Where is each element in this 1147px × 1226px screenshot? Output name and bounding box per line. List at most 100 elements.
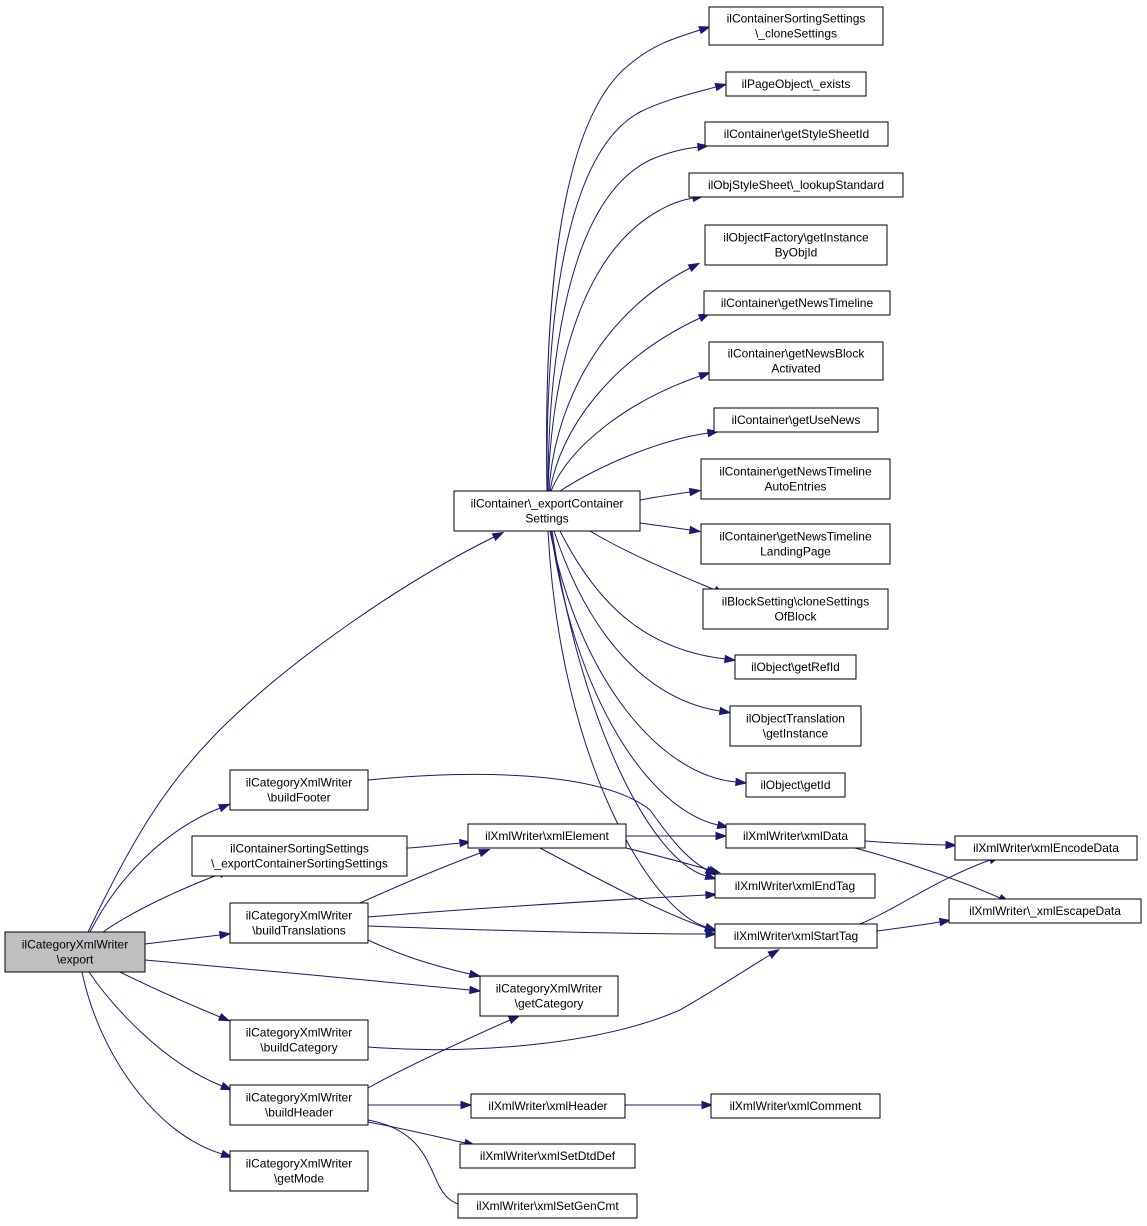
edge-xmlStartTag-to-xmlEscapeData — [876, 917, 952, 932]
node-xmlData[interactable]: ilXmlWriter\xmlData — [725, 823, 866, 849]
edge-buildTranslations-to-xmlEndTag — [367, 890, 718, 918]
node-label: ilXmlWriter\_xmlEscapeData — [969, 904, 1121, 918]
edge-exportSorting-to-xmlElement — [406, 838, 472, 849]
node-xmlComment[interactable]: ilXmlWriter\xmlComment — [710, 1093, 881, 1119]
node-otGetInstance[interactable]: ilObjectTranslation\getInstance — [729, 705, 862, 747]
node-label: \export — [57, 953, 94, 967]
arrowhead-icon — [704, 871, 718, 880]
node-buildFooter[interactable]: ilCategoryXmlWriter\buildFooter — [229, 769, 369, 811]
node-exportSorting[interactable]: ilContainerSortingSettings\_exportContai… — [191, 835, 408, 877]
edge-ecs-to-cloneSettings — [546, 26, 711, 492]
edge-export-to-buildTranslations — [144, 930, 232, 945]
arrowhead-icon — [468, 969, 482, 978]
node-label: \_exportContainerSortingSettings — [211, 857, 388, 871]
arrowhead-icon — [688, 525, 702, 535]
node-label: ilContainer\getNewsTimeline — [721, 296, 874, 310]
edge-export-to-buildCategory — [119, 971, 231, 1022]
node-xmlHeader[interactable]: ilXmlWriter\xmlHeader — [470, 1093, 626, 1119]
node-xmlSetDtdDef[interactable]: ilXmlWriter\xmlSetDtdDef — [459, 1143, 636, 1169]
node-label: ilPageObject\_exists — [742, 77, 851, 91]
arrowhead-icon — [735, 777, 748, 787]
arrowhead-icon — [688, 487, 702, 497]
arrowhead-icon — [459, 838, 472, 848]
node-label: ilXmlWriter\xmlSetDtdDef — [480, 1149, 616, 1163]
edge-buildHeader-to-xmlHeader — [367, 1100, 473, 1110]
node-lookupStandard[interactable]: ilObjStyleSheet\_lookupStandard — [688, 172, 904, 198]
arrowhead-icon — [217, 1012, 231, 1022]
node-label: ilContainer\_exportContainer — [471, 497, 624, 511]
node-label: ilCategoryXmlWriter — [22, 938, 128, 952]
edge-ecs-to-getNewsBlockActivated — [550, 372, 711, 492]
node-export[interactable]: ilCategoryXmlWriter\export — [4, 931, 146, 973]
node-xmlEncodeData[interactable]: ilXmlWriter\xmlEncodeData — [954, 835, 1138, 861]
arrowhead-icon — [460, 1100, 473, 1110]
node-label: \buildCategory — [260, 1041, 337, 1055]
node-label: ilContainer\getNewsTimeline — [719, 530, 872, 544]
node-label: ilCategoryXmlWriter — [496, 982, 602, 996]
node-label: \getCategory — [515, 997, 584, 1011]
node-xmlStartTag[interactable]: ilXmlWriter\xmlStartTag — [714, 923, 878, 949]
node-buildCategory[interactable]: ilCategoryXmlWriter\buildCategory — [229, 1019, 369, 1061]
node-getNewsTimeline[interactable]: ilContainer\getNewsTimeline — [703, 290, 891, 316]
arrowhead-icon — [716, 820, 730, 829]
edge-buildTranslations-to-getCategory — [367, 939, 482, 978]
edge-buildTranslations-to-xmlElement — [359, 848, 491, 904]
node-cloneSettings[interactable]: ilContainerSortingSettings\_cloneSetting… — [708, 6, 884, 46]
node-layer: ilCategoryXmlWriter\exportilContainer\_e… — [4, 6, 1142, 1219]
arrowhead-icon — [715, 831, 728, 841]
node-label: ilContainer\getNewsBlock — [728, 347, 866, 361]
node-getCategory[interactable]: ilCategoryXmlWriter\getCategory — [479, 975, 619, 1017]
edge-ecs-to-getStyleSheetId — [547, 142, 710, 492]
node-label: ilXmlWriter\xmlEncodeData — [973, 841, 1119, 855]
edge-layer — [81, 26, 1011, 1211]
node-getStyleSheetId[interactable]: ilContainer\getStyleSheetId — [704, 121, 889, 147]
node-label: OfBlock — [774, 610, 817, 624]
arrowhead-icon — [705, 890, 718, 900]
node-label: ilCategoryXmlWriter — [246, 1157, 352, 1171]
node-getUseNews[interactable]: ilContainer\getUseNews — [713, 407, 879, 433]
arrowhead-icon — [708, 865, 722, 874]
node-getId[interactable]: ilObject\getId — [745, 772, 846, 798]
node-label: ilContainer\getUseNews — [732, 413, 861, 427]
node-getMode[interactable]: ilCategoryXmlWriter\getMode — [229, 1150, 369, 1192]
arrowhead-icon — [701, 1100, 714, 1110]
node-label: ilXmlWriter\xmlHeader — [488, 1099, 607, 1113]
arrowhead-icon — [478, 848, 491, 858]
arrowhead-icon — [217, 803, 231, 813]
edge-ecs-to-otGetInstance — [553, 530, 732, 716]
edge-ecs-to-getNewsTimeline — [549, 313, 711, 492]
node-getRefId[interactable]: ilObject\getRefId — [734, 654, 857, 680]
node-pgExists[interactable]: ilPageObject\_exists — [725, 71, 867, 97]
edge-buildTranslations-to-xmlStartTag — [367, 925, 718, 939]
node-xmlEscapeData[interactable]: ilXmlWriter\_xmlEscapeData — [948, 898, 1142, 924]
node-label: ilXmlWriter\xmlComment — [730, 1099, 862, 1113]
node-label: ilObjStyleSheet\_lookupStandard — [708, 178, 884, 192]
node-xmlSetGenCmt[interactable]: ilXmlWriter\xmlSetGenCmt — [457, 1193, 638, 1219]
node-buildHeader[interactable]: ilCategoryXmlWriter\buildHeader — [229, 1084, 369, 1126]
arrowhead-icon — [704, 923, 717, 932]
arrowhead-icon — [945, 840, 958, 850]
node-label: LandingPage — [760, 545, 831, 559]
edge-xmlHeader-to-xmlComment — [624, 1100, 714, 1110]
arrowhead-icon — [938, 917, 952, 927]
node-label: \getMode — [274, 1172, 324, 1186]
arrowhead-icon — [698, 372, 711, 381]
arrowhead-icon — [507, 1015, 521, 1025]
node-label: ilXmlWriter\xmlStartTag — [734, 929, 858, 943]
node-xmlElement[interactable]: ilXmlWriter\xmlElement — [467, 823, 627, 849]
node-label: ilCategoryXmlWriter — [246, 1026, 352, 1040]
node-buildTranslations[interactable]: ilCategoryXmlWriter\buildTranslations — [229, 902, 369, 944]
node-label: ilXmlWriter\xmlSetGenCmt — [476, 1199, 619, 1213]
arrowhead-icon — [714, 83, 728, 92]
edge-ecs-to-getUseNews — [559, 428, 720, 492]
node-xmlEndTag[interactable]: ilXmlWriter\xmlEndTag — [714, 873, 876, 899]
node-label: \_cloneSettings — [755, 27, 837, 41]
edge-buildHeader-to-getCategory — [367, 1015, 521, 1089]
